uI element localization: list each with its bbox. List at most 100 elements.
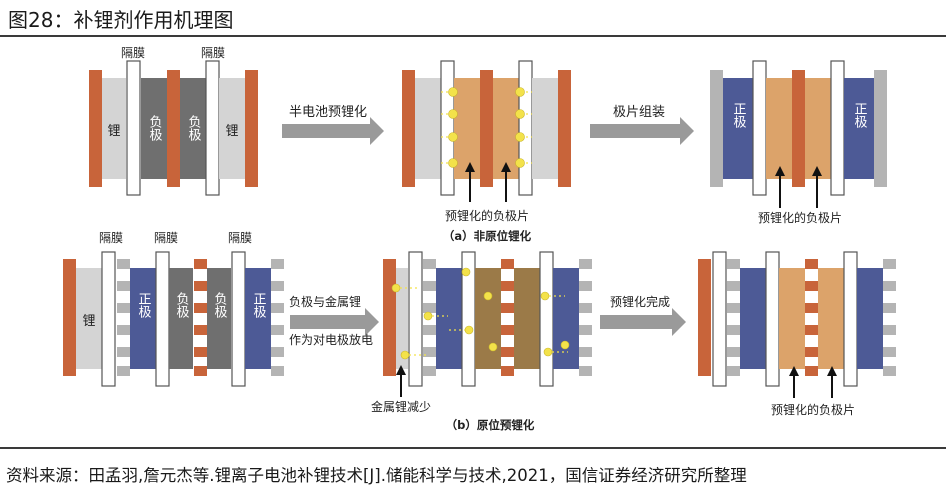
panel-b-caption: （b）原位预锂化 <box>446 418 535 432</box>
arrow-label: 作为对电极放电 <box>289 332 373 347</box>
lithium-foil <box>102 78 126 179</box>
lithium-ion-dots <box>448 87 525 168</box>
panel-a-prelithiated-cell: 预锂化的负极片 <box>402 60 571 223</box>
anode-layer <box>207 268 231 369</box>
cathode-layer <box>245 268 271 369</box>
separator <box>830 60 845 196</box>
process-arrow: 负极与金属锂 作为对电极放电 <box>289 294 379 347</box>
top-rule <box>0 35 946 37</box>
separator <box>231 251 246 387</box>
anode-label: 负极 <box>174 292 190 318</box>
separator <box>205 60 220 196</box>
cathode-layer <box>857 268 883 369</box>
panel-b: 隔膜 隔膜 隔膜 锂 正极 负极 负极 正极 负极与金属锂 作为对电极放电 <box>63 231 896 432</box>
copper-collector <box>89 70 102 187</box>
anode-label: 负极 <box>212 292 228 318</box>
arrow-label: 预锂化完成 <box>610 294 670 309</box>
prelithiated-anode <box>766 78 792 179</box>
separator <box>843 251 858 387</box>
panel-a-assembled-cell: 正极 正极 预锂化的负极片 <box>710 60 887 225</box>
aluminum-collector <box>874 70 887 187</box>
panel-b-initial-cell: 隔膜 隔膜 隔膜 锂 正极 负极 负极 正极 <box>63 231 284 387</box>
separator <box>101 251 116 387</box>
anode-layer <box>141 78 167 179</box>
copper-collector <box>792 70 805 187</box>
copper-collector <box>558 70 571 187</box>
lithium-foil <box>532 78 558 179</box>
process-arrow: 半电池预锂化 <box>282 105 384 145</box>
lithium-foil <box>76 268 102 369</box>
cathode-layer <box>553 268 579 369</box>
cathode-label: 正极 <box>136 292 152 318</box>
separator <box>440 60 455 196</box>
cathode-layer <box>723 78 753 179</box>
separator <box>712 251 727 387</box>
copper-collector <box>383 259 396 376</box>
separator <box>155 251 170 387</box>
aluminum-collector-tabbed <box>883 259 896 376</box>
prelithiated-anode <box>779 268 805 369</box>
arrow-label: 极片组装 <box>613 105 665 120</box>
copper-collector-tabbed <box>501 259 514 376</box>
prelithiated-anode <box>454 78 480 179</box>
copper-collector <box>167 70 180 187</box>
arrow-label: 半电池预锂化 <box>289 105 367 120</box>
panel-a: 隔膜 隔膜 锂 负极 负极 锂 半电池预锂化 <box>89 46 887 243</box>
separator <box>518 60 533 196</box>
separator-label: 隔膜 <box>228 231 252 245</box>
panel-a-half-cell: 隔膜 隔膜 锂 负极 负极 锂 <box>89 46 258 196</box>
separator <box>539 251 554 387</box>
cathode-layer <box>740 268 766 369</box>
lithium-foil-reduced <box>396 268 408 369</box>
cathode-label: 正极 <box>251 292 267 318</box>
copper-collector <box>245 70 258 187</box>
bottom-rule <box>0 447 946 449</box>
prelithiated-anode <box>818 268 844 369</box>
aluminum-collector-tabbed <box>727 259 740 376</box>
anode-label: 负极 <box>147 115 163 141</box>
lithium-label: 锂 <box>225 124 238 139</box>
source-note: 资料来源：田孟羽,詹元杰等.锂离子电池补锂技术[J].储能科学与技术,2021，… <box>6 466 747 485</box>
ion-streaks <box>441 91 532 164</box>
cathode-layer <box>130 268 156 369</box>
separator <box>126 60 141 196</box>
separator <box>765 251 780 387</box>
prelithiated-anode-label: 预锂化的负极片 <box>758 210 842 225</box>
panel-b-in-situ-cell: 金属锂减少 <box>371 251 592 414</box>
prelithiating-anode <box>514 268 540 369</box>
cathode-layer <box>436 268 462 369</box>
metal-lithium-reduce-label: 金属锂减少 <box>371 399 431 414</box>
aluminum-collector-tabbed <box>579 259 592 376</box>
aluminum-collector-tabbed <box>423 259 436 376</box>
anode-layer <box>169 268 193 369</box>
aluminum-collector-tabbed <box>271 259 284 376</box>
separator <box>752 60 767 196</box>
process-arrow: 极片组装 <box>590 105 694 145</box>
aluminum-collector-tabbed <box>117 259 130 376</box>
figure-title: 图28：补锂剂作用机理图 <box>8 8 234 32</box>
separator <box>408 251 423 387</box>
panel-a-caption: （a）非原位锂化 <box>443 229 532 243</box>
anode-label: 负极 <box>186 115 202 141</box>
copper-collector-tabbed <box>805 259 818 376</box>
separator-label: 隔膜 <box>121 46 145 60</box>
copper-collector <box>402 70 415 187</box>
prelithiated-anode <box>805 78 831 179</box>
copper-collector-tabbed <box>194 259 207 376</box>
copper-collector <box>63 259 76 376</box>
cathode-label: 正极 <box>852 102 868 128</box>
prelithiated-anode-label: 预锂化的负极片 <box>771 402 855 417</box>
lithium-label: 锂 <box>82 314 95 329</box>
cathode-layer <box>844 78 874 179</box>
separator-label: 隔膜 <box>201 46 225 60</box>
cathode-label: 正极 <box>731 102 747 128</box>
aluminum-collector <box>710 70 723 187</box>
copper-collector <box>698 259 711 376</box>
lithium-label: 锂 <box>107 124 120 139</box>
process-arrow: 预锂化完成 <box>600 294 686 336</box>
prelithiating-anode <box>475 268 501 369</box>
prelithiated-anode-label: 预锂化的负极片 <box>445 208 529 223</box>
copper-collector <box>480 70 493 187</box>
panel-b-completed-cell: 预锂化的负极片 <box>698 251 896 417</box>
separator-label: 隔膜 <box>154 231 178 245</box>
